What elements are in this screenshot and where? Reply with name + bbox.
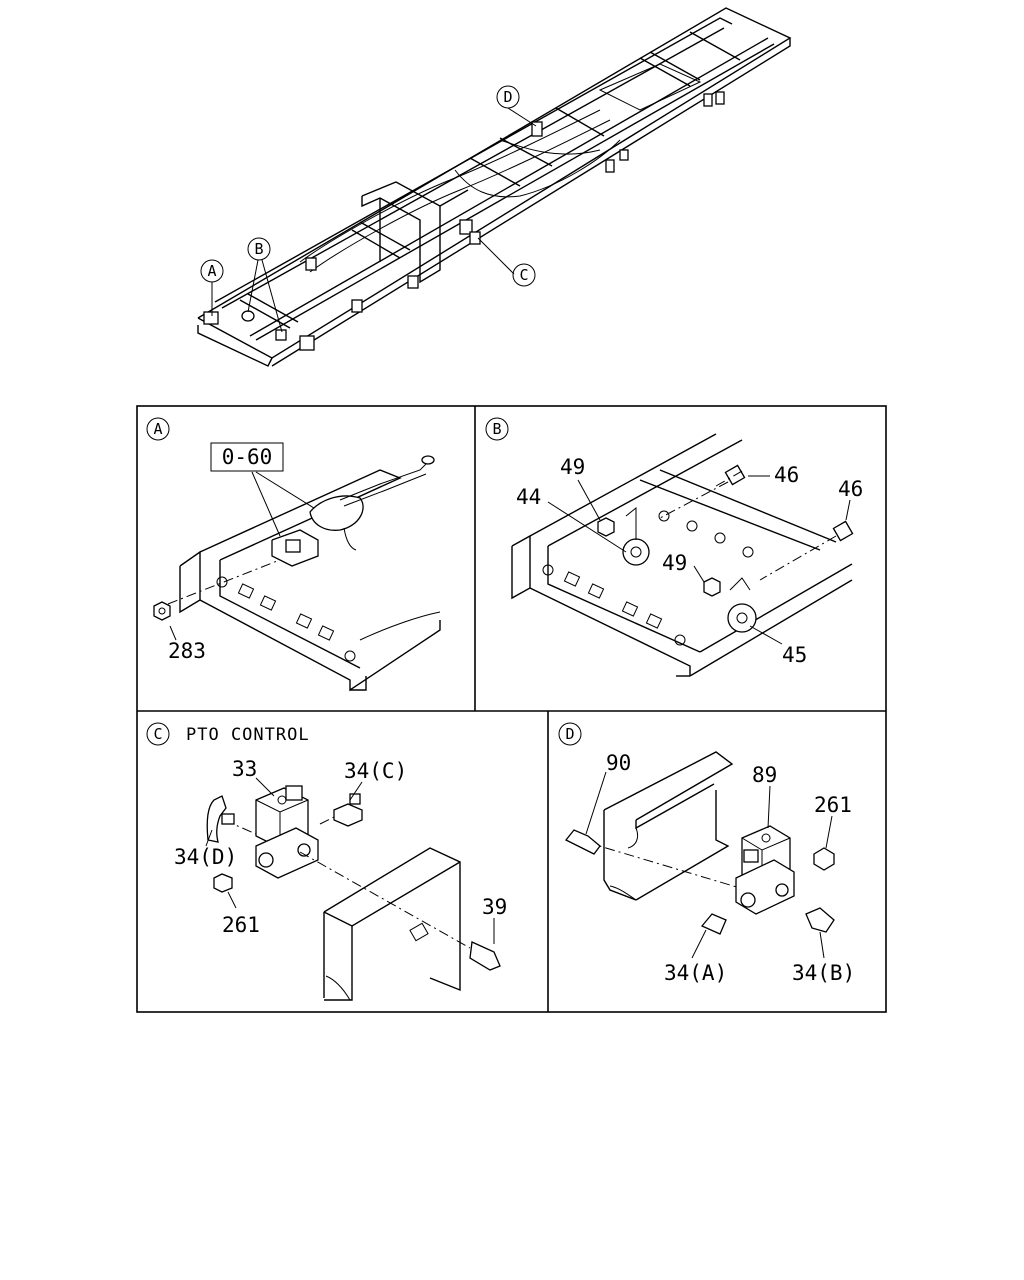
callout-d-label: D (503, 88, 512, 106)
part-261-d-label: 261 (814, 793, 852, 817)
panel-d-tag-circle (558, 722, 582, 746)
callout-c-label: C (519, 266, 528, 284)
panel-a-tag-circle (146, 417, 170, 441)
part-34b-label: 34(B) (792, 961, 855, 985)
torque-box (210, 442, 284, 472)
part-34c-label: 34(C) (344, 759, 407, 783)
callout-b-circle (247, 237, 271, 261)
part-34d-label: 34(D) (174, 845, 237, 869)
panel-a: A 0-60 283 (146, 417, 441, 692)
torque-box-label: 0-60 (222, 445, 273, 469)
part-261-c-label: 261 (222, 913, 260, 937)
panel-d: D 90 89 261 34(A) (558, 722, 855, 985)
part-34a-label: 34(A) (664, 961, 727, 985)
panel-c-title: PTO CONTROL (186, 725, 310, 745)
panel-c-tag-circle (146, 722, 170, 746)
part-39-label: 39 (482, 895, 507, 919)
panel-d-tag: D (565, 725, 574, 743)
panel-b-tag-circle (485, 417, 509, 441)
callout-a-label: A (207, 262, 216, 280)
part-90-label: 90 (606, 751, 631, 775)
part-46-top-label: 46 (774, 463, 799, 487)
panel-b: B (485, 417, 863, 677)
callout-a-circle (200, 259, 224, 283)
part-49-top-label: 49 (560, 455, 585, 479)
detail-grid (136, 405, 887, 1013)
part-49-mid-label: 49 (662, 551, 687, 575)
callout-d-circle (496, 85, 520, 109)
part-283-label: 283 (168, 639, 206, 663)
panel-a-tag: A (153, 420, 162, 438)
callout-b-label: B (254, 240, 263, 258)
panel-c: C PTO CONTROL (146, 722, 507, 1001)
chassis-overview: A B C D (197, 7, 792, 367)
part-46-right-label: 46 (838, 477, 863, 501)
part-89-label: 89 (752, 763, 777, 787)
panel-b-tag: B (492, 420, 501, 438)
part-45-label: 45 (782, 643, 807, 667)
part-44-label: 44 (516, 485, 541, 509)
part-33-label: 33 (232, 757, 257, 781)
callout-c-circle (512, 263, 536, 287)
panel-c-tag: C (153, 725, 162, 743)
